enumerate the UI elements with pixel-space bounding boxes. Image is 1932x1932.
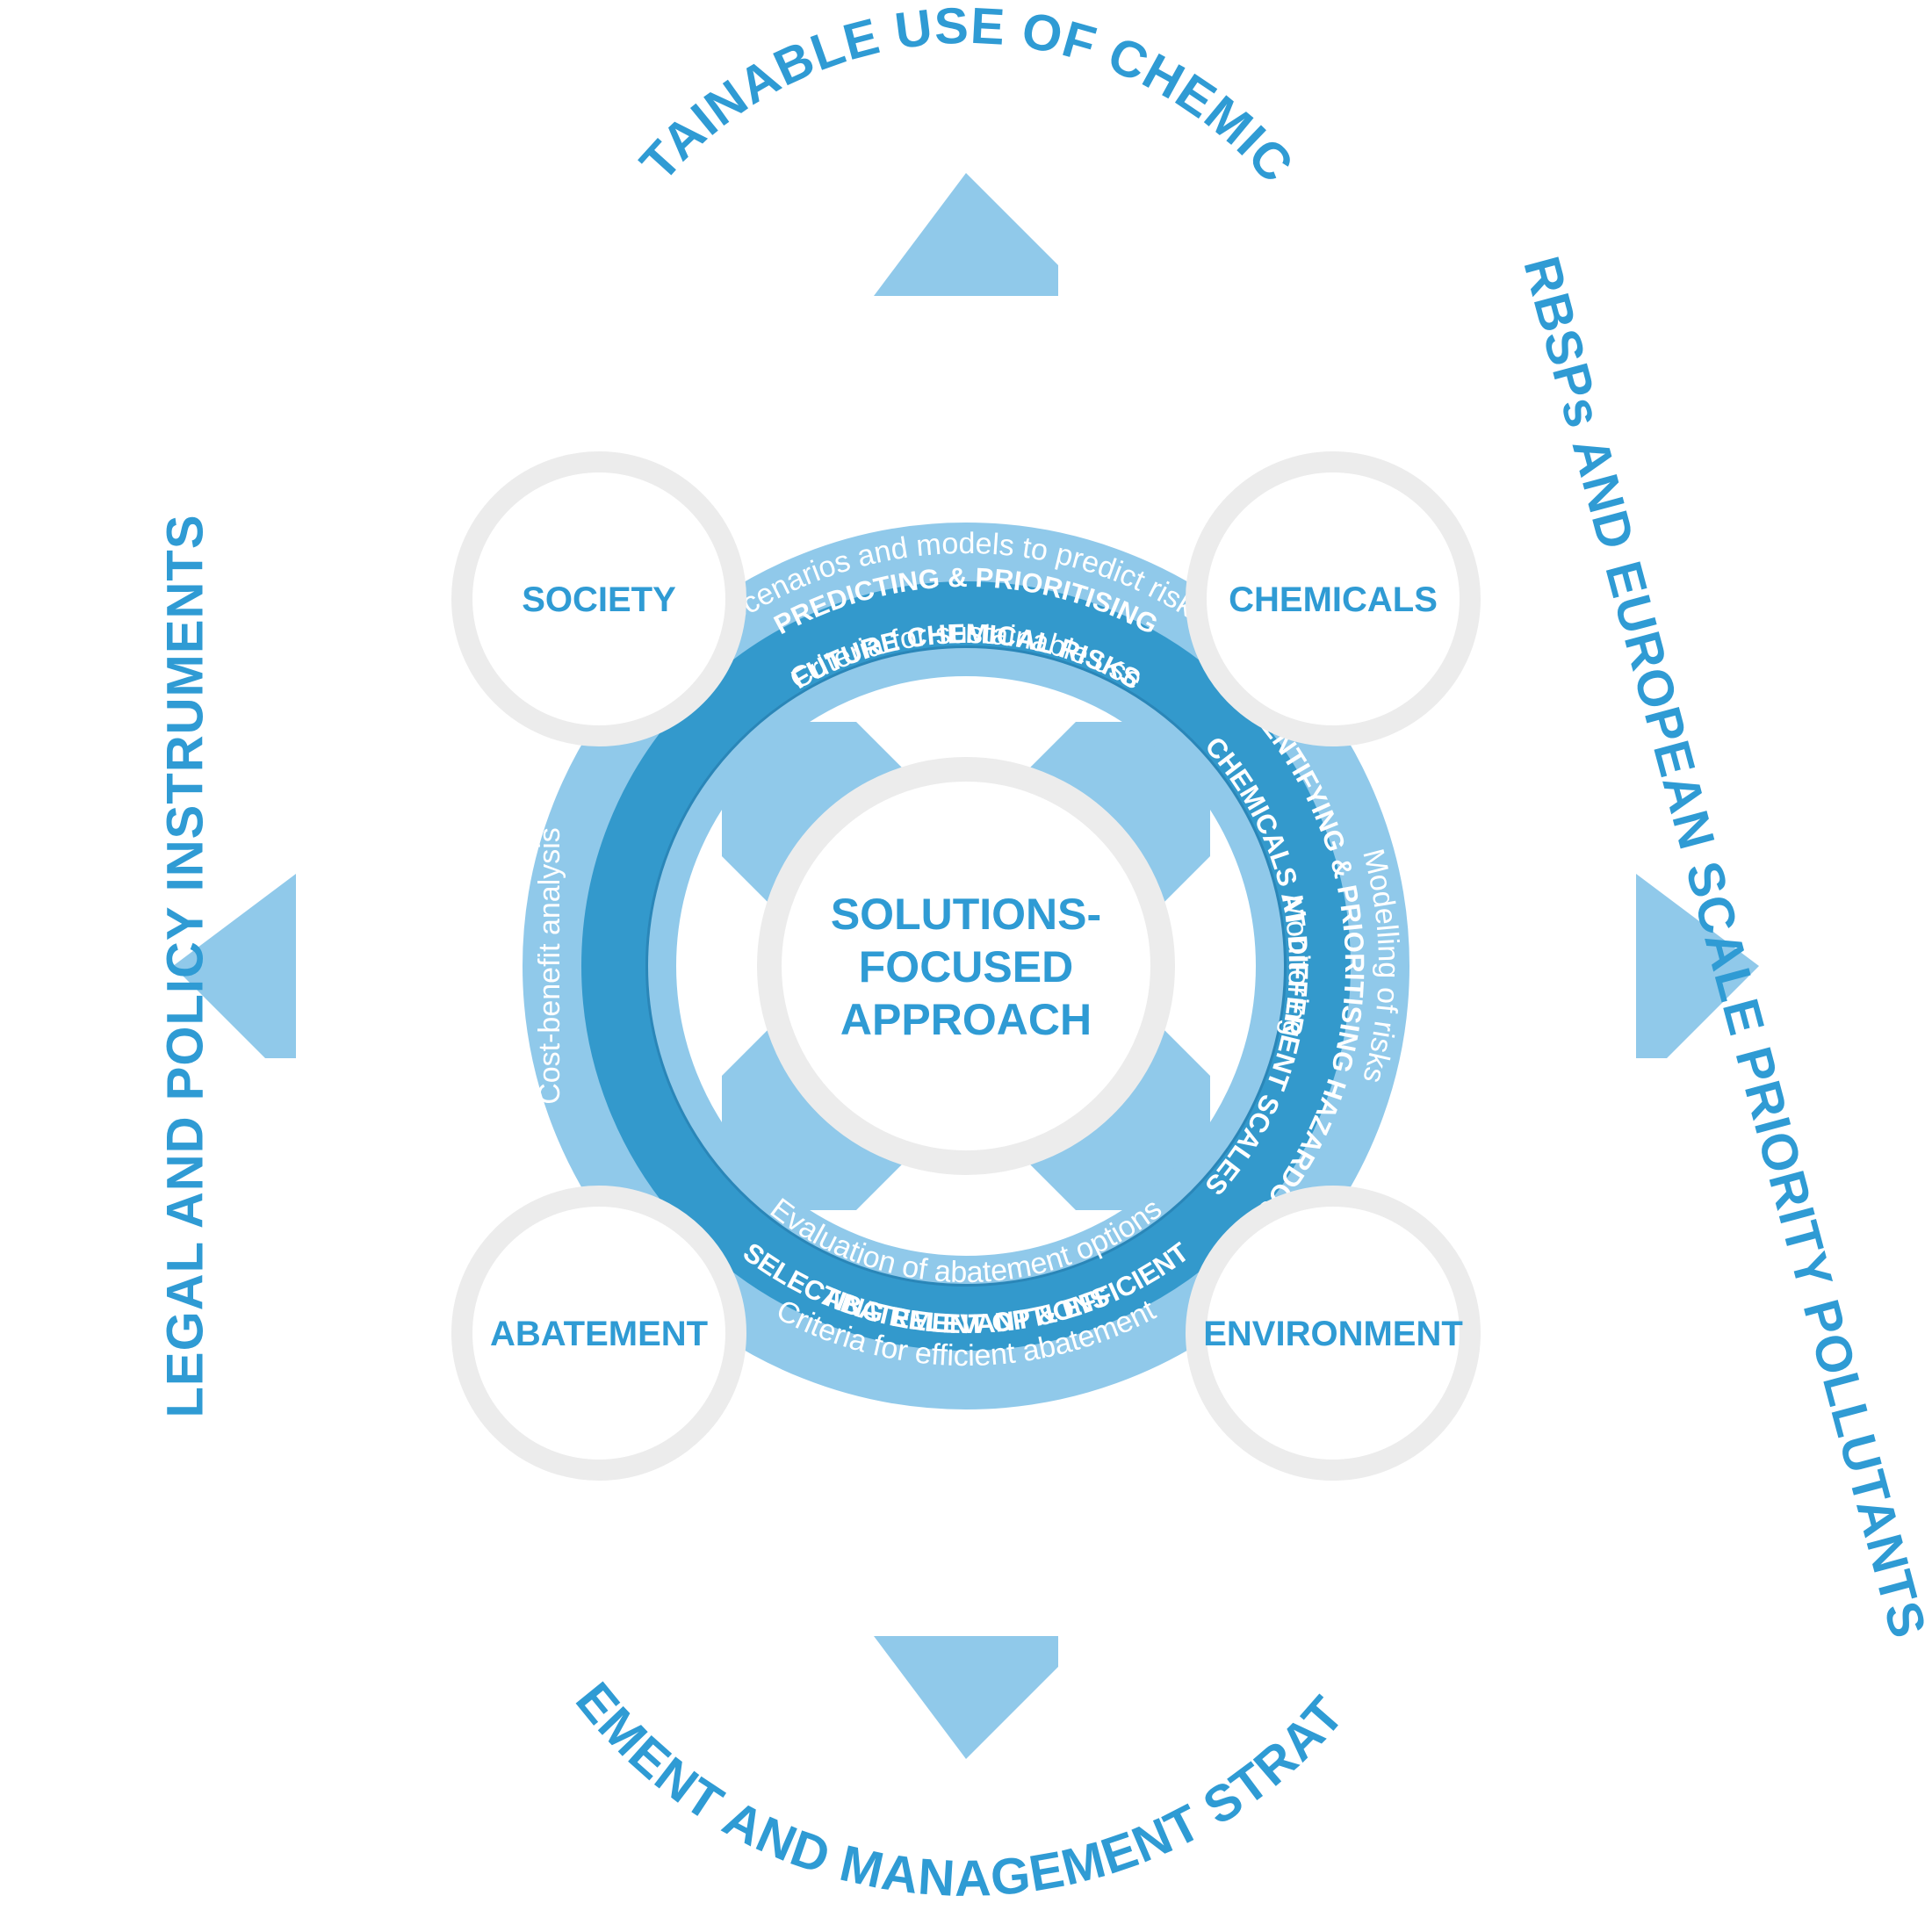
segment-left-bold-line1: DECISION SUPPORT FOR [433, 798, 464, 1134]
center-cross [722, 722, 1210, 1210]
node-chemicals-circle [1186, 451, 1481, 746]
title-right: RBSPs AND EUROPEAN SCALE PRIORITY POLLUT… [1512, 251, 1932, 1645]
node-abatement-circle [451, 1186, 746, 1481]
segment-left-bold-line2: ABATEMENT OPTIONS [466, 817, 497, 1115]
node-society: SOCIETY [451, 451, 746, 746]
node-chemicals: CHEMICALS [1186, 451, 1481, 746]
title-top: SUSTAINABLE USE OF CHEMICALS [0, 0, 1304, 194]
arrow-up [874, 173, 1058, 296]
arrow-left [173, 874, 296, 1058]
dark-band [581, 581, 1351, 1351]
node-society-label: SOCIETY [522, 580, 676, 619]
segment-left: Analysis of policy instruments DECISION … [364, 770, 566, 1162]
node-environment-label: ENVIRONMENT [1203, 1315, 1463, 1353]
arrow-down [874, 1636, 1058, 1759]
node-abatement-label: ABATEMENT [490, 1315, 708, 1353]
segment-left-inner-text: Cost-benefit analysis [533, 827, 566, 1105]
outer-light-band [523, 523, 1409, 1409]
center-label-line3: APPROACH [840, 995, 1092, 1044]
title-left: LEGAL AND POLICY INSTRUMENTS [156, 514, 213, 1417]
center-label: SOLUTIONS- FOCUSED APPROACH [831, 890, 1101, 1044]
dark-band-edge [645, 645, 1287, 1287]
node-abatement: ABATEMENT [451, 1186, 746, 1481]
center-ring [757, 757, 1175, 1175]
inner-light-band [648, 648, 1284, 1284]
center-label-line1: SOLUTIONS- [831, 890, 1101, 939]
ring [523, 523, 1409, 1409]
node-society-circle [451, 451, 746, 746]
direction-arrows [173, 173, 1759, 1759]
arrow-right [1636, 874, 1759, 1058]
node-environment: ENVIRONMENT [1186, 1186, 1481, 1481]
node-chemicals-label: CHEMICALS [1229, 580, 1438, 619]
center-label-line2: FOCUSED [859, 942, 1073, 991]
segment-right: Modelling of risks IDENTIFYING & PRIORIT… [1199, 689, 1405, 1244]
segment-left-outer-text: Analysis of policy instruments [364, 770, 398, 1162]
node-environment-circle [1186, 1186, 1481, 1481]
